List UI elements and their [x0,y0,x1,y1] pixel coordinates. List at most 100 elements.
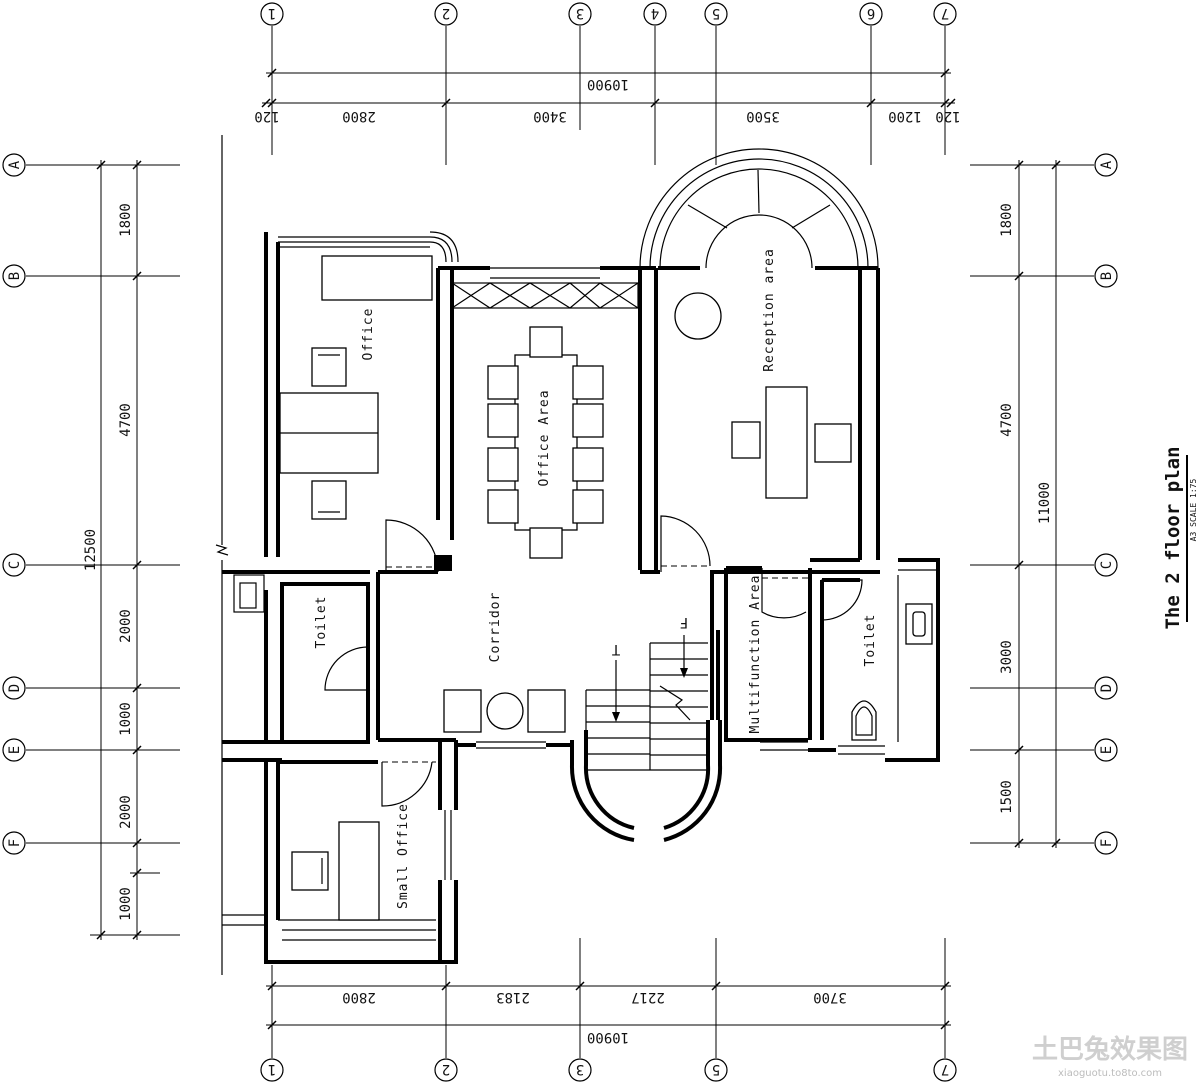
svg-text:D: D [1099,684,1115,692]
axis-bubble-left-E: E [2,738,26,762]
svg-text:7: 7 [941,5,949,21]
axis-bubble-top-3: 3 [568,2,592,26]
svg-text:3: 3 [576,5,584,21]
dim-left-seg-6: 1000 [118,887,134,921]
svg-text:D: D [7,684,23,692]
room-label-toilet-right: Toilet [863,614,878,667]
svg-text:2: 2 [442,1061,450,1077]
svg-text:1: 1 [268,1061,276,1077]
room-label-office: Office [361,308,376,361]
svg-text:A: A [7,160,23,169]
room-label-multifunction: Multifunction Area [748,575,763,734]
conference-furniture [487,326,604,559]
axis-bubble-top-1: 1 [260,2,284,26]
svg-text:3: 3 [576,1061,584,1077]
svg-text:C: C [1099,561,1115,569]
stair-down-mark: F [680,614,688,630]
small-office-furniture [291,821,380,921]
svg-text:B: B [7,272,23,280]
dim-top-seg-1: 120 [254,108,279,124]
axis-bubble-left-F: F [2,831,26,855]
axis-bubble-bottom-1: 1 [260,1058,284,1082]
dim-left-seg-3: 2000 [118,609,134,643]
axis-bubble-bottom-5: 5 [704,1058,728,1082]
svg-text:2: 2 [442,5,450,21]
axis-bubble-right-D: D [1094,676,1118,700]
dim-left-seg-4: 1000 [118,702,134,736]
axis-bubble-right-C: C [1094,553,1118,577]
stair-up-mark: T [611,641,620,657]
dim-top-total: 10900 [587,76,629,92]
staircase: T F [569,614,723,842]
watermark-text: 土巴兔效果图 [1032,1034,1188,1065]
axis-bubble-bottom-3: 3 [568,1058,592,1082]
room-label-small-office: Small Office [396,803,411,909]
axis-bubble-right-A: A [1094,153,1118,177]
room-label-reception: Reception area [762,248,777,372]
dim-right-seg-3: 3000 [999,640,1015,674]
dim-left-seg-2: 4700 [118,403,134,437]
dim-right-seg-4: 1500 [999,780,1015,814]
dim-right-seg-2: 4700 [999,403,1015,437]
dim-top-seg-3: 3400 [533,108,567,124]
reception-furniture [674,292,852,499]
svg-text:5: 5 [712,1061,720,1077]
svg-text:B: B [1099,272,1115,280]
dim-bottom-total: 10900 [587,1029,629,1045]
axis-bubble-top-4: 4 [643,2,667,26]
bottom-dimensions: 2800 2183 2217 3700 10900 [266,981,951,1045]
svg-text:4: 4 [651,5,659,21]
svg-text:E: E [7,746,23,754]
svg-text:A: A [1099,160,1115,169]
dim-bottom-seg-2: 2183 [496,989,530,1005]
axis-bubble-bottom-7: 7 [933,1058,957,1082]
axis-bubble-top-7: 7 [933,2,957,26]
axis-bubble-left-A: A [2,153,26,177]
office-furniture [279,255,433,520]
dim-top-seg-5: 1200 [888,108,922,124]
dim-bottom-seg-1: 2800 [342,989,376,1005]
svg-text:F: F [1099,839,1115,847]
room-label-toilet-left: Toilet [314,596,329,649]
axis-bubble-right-E: E [1094,738,1118,762]
svg-text:F: F [7,839,23,847]
left-dimensions: 12500 1800 4700 2000 1000 2000 1000 [83,160,142,940]
axis-bubble-top-6: 6 [859,2,883,26]
room-labels: Office Office Area Reception area Toilet… [314,248,878,909]
dim-right-seg-1: 1800 [999,203,1015,237]
dim-bottom-seg-4: 3700 [813,989,847,1005]
dim-left-seg-1: 1800 [118,203,134,237]
dim-top-seg-2: 2800 [342,108,376,124]
svg-text:6: 6 [867,5,875,21]
axis-bubble-bottom-2: 2 [434,1058,458,1082]
top-axis-bubbles: 1 2 3 4 5 6 7 [260,2,957,26]
svg-text:C: C [7,561,23,569]
axis-bubble-left-B: B [2,264,26,288]
axis-bubble-right-B: B [1094,264,1118,288]
watermark-url: xiaoguotu.to8to.com [1058,1068,1162,1079]
top-dimensions: 10900 120 2800 3400 3500 1200 120 [254,68,961,124]
left-axis-bubbles: A B C D E F [2,153,26,855]
drawing-scale: A3 SCALE 1:75 [1189,479,1198,542]
dim-top-seg-4: 3500 [746,108,780,124]
dim-top-seg-6: 120 [935,108,960,124]
svg-text:1: 1 [268,5,276,21]
right-dimensions: 1800 4700 3000 1500 11000 [999,160,1061,848]
bathroom-fixtures [851,603,933,741]
room-label-office-area: Office Area [537,389,552,486]
walls [215,135,940,975]
axis-bubble-top-5: 5 [704,2,728,26]
axis-bubble-top-2: 2 [434,2,458,26]
axis-bubble-left-C: C [2,553,26,577]
watermark: 土巴兔效果图 xiaoguotu.to8to.com [1032,1034,1188,1079]
svg-text:5: 5 [712,5,720,21]
svg-text:E: E [1099,746,1115,754]
dim-bottom-seg-3: 2217 [631,989,665,1005]
dim-right-total: 11000 [1037,482,1053,524]
axis-bubble-left-D: D [2,676,26,700]
corridor-furniture [443,689,566,733]
room-label-corridor: Corridor [488,592,503,663]
right-axis-bubbles: A B C D E F [1094,153,1118,855]
axis-bubble-right-F: F [1094,831,1118,855]
